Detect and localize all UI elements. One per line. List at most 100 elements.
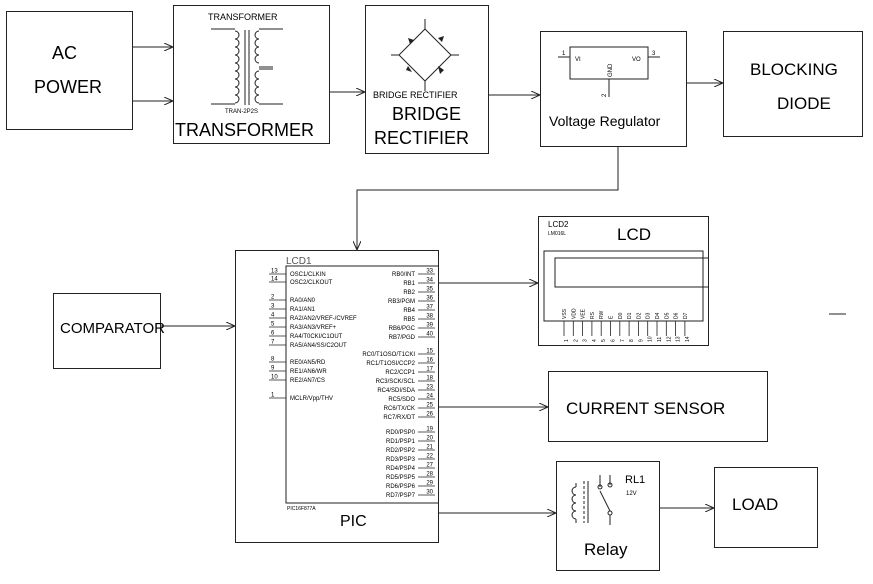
pic-label: PIC <box>340 513 367 530</box>
blocking-line1: BLOCKING <box>750 60 838 79</box>
pic-right-pin-number: 29 <box>426 481 433 487</box>
pic-right-pin-name: RD3/PSP3 <box>386 457 416 463</box>
lcd-pin-number: 6 <box>611 339 617 342</box>
pic-right-pin-name: RB7/PGD <box>389 335 416 341</box>
regulator-vo: VO <box>632 57 641 63</box>
pic-right-pin-number: 24 <box>426 394 433 400</box>
transformer-label: TRANSFORMER <box>175 120 314 140</box>
pic-left-pin-number: 8 <box>271 357 275 363</box>
pic-left-pin-number: 9 <box>271 366 275 372</box>
regulator-pin-in: 1 <box>562 51 566 57</box>
lcd-pin-number: 2 <box>573 339 579 342</box>
pic-left-pin-number: 14 <box>271 277 278 283</box>
pic-right-pin-number: 20 <box>426 436 433 442</box>
bridge-line1: BRIDGE <box>392 104 462 124</box>
pic-right-pin-number: 25 <box>426 403 433 409</box>
pic-right-pin-name: RD4/PSP4 <box>386 466 416 472</box>
relay-ref: RL1 <box>625 474 646 486</box>
lcd-pin-name: VSS <box>562 308 568 319</box>
pic-left-pin-name: MCLR/Vpp/THV <box>290 396 333 402</box>
pic-right-pin-name: RD2/PSP2 <box>386 448 416 454</box>
pic-left-pin-number: 1 <box>271 393 275 399</box>
pic-left-pin-number: 13 <box>271 269 278 275</box>
pic-left-pin-name: RE1/AN6/WR <box>290 369 327 375</box>
lcd-pin-name: VEE <box>581 308 587 319</box>
lcd-pin-number: 12 <box>666 336 672 342</box>
pic-left-pin-name: RE2/AN7/CS <box>290 378 325 384</box>
load-block: LOAD <box>714 467 818 548</box>
pic-right-pin-name: RC5/SDO <box>388 397 415 403</box>
relay-label: Relay <box>584 540 628 559</box>
pic-right-pin-number: 28 <box>426 472 433 478</box>
pic-left-pin-name: RE0/AN5/RD <box>290 360 326 366</box>
pic-right-pin-number: 22 <box>426 454 433 460</box>
lcd-pin-name: E <box>609 315 615 319</box>
lcd-pin-name: D6 <box>674 312 680 319</box>
load-label: LOAD <box>732 495 779 514</box>
comparator-block: COMPARATOR <box>53 293 165 369</box>
relay-symbol <box>571 475 613 525</box>
pic-right-pin-number: 18 <box>426 376 433 382</box>
pic-right-pin-name: RD0/PSP0 <box>386 430 416 436</box>
pic-right-pin-number: 23 <box>426 385 433 391</box>
blocking-diode-block: BLOCKING DIODE <box>723 31 863 137</box>
pic-left-pin-number: 6 <box>271 331 275 337</box>
pic-right-pin-number: 34 <box>426 278 433 284</box>
lcd-part: LM016L <box>548 231 567 237</box>
lcd-pin-name: D3 <box>646 312 652 319</box>
lcd-pin-name: D7 <box>683 312 689 319</box>
pic-left-pin-name: OSC1/CLKIN <box>290 272 326 278</box>
pic-right-pin-name: RB0/INT <box>392 272 415 278</box>
lcd-label: LCD <box>617 225 652 244</box>
bridge-rectifier-block: BRIDGE RECTIFIER BRIDGE RECTIFIER <box>365 5 489 154</box>
regulator-symbol: 1 3 VI VO GND 2 <box>558 46 660 97</box>
pic-right-pin-number: 19 <box>426 427 433 433</box>
pic-left-pin-number: 3 <box>271 304 275 310</box>
lcd-pin-number: 5 <box>601 339 607 342</box>
pic-right-pin-name: RD7/PSP7 <box>386 493 416 499</box>
lcd-pin-name: D0 <box>618 312 624 319</box>
pic-right-pin-name: RB4 <box>403 308 415 314</box>
transformer-block: TRANSFORMER TRAN-2P2S TRANSFORMER <box>173 5 330 144</box>
lcd-pin-name: RW <box>599 310 605 319</box>
pic-left-pin-name: RA4/T0CKI/C1OUT <box>290 334 343 340</box>
pic-right-pin-name: RC2/CCP1 <box>385 370 415 376</box>
lcd-pin-number: 7 <box>620 339 626 342</box>
pic-right-pin-name: RC0/T1OSO/T1CKI <box>362 352 415 358</box>
pic-left-pin-name: OSC2/CLKOUT <box>290 280 333 286</box>
pic-right-pin-name: RD5/PSP5 <box>386 475 416 481</box>
lcd-pin-number: 1 <box>564 339 570 342</box>
pic-right-pin-name: RB2 <box>403 290 415 296</box>
lcd-pin-name: RS <box>590 311 596 319</box>
pic-right-pin-name: RB1 <box>403 281 415 287</box>
relay-block: RL1 12V Relay <box>556 461 660 571</box>
pic-right-pin-name: RC4/SDI/SDA <box>377 388 415 394</box>
comparator-label: COMPARATOR <box>60 320 166 337</box>
regulator-label: Voltage Regulator <box>549 113 661 129</box>
pic-right-pin-number: 33 <box>426 269 433 275</box>
lcd-pin-number: 14 <box>685 336 691 342</box>
pic-right-pin-name: RD1/PSP1 <box>386 439 416 445</box>
regulator-pin-out: 3 <box>652 51 656 57</box>
pic-right-pin-number: 39 <box>426 323 433 329</box>
ac-power-line2: POWER <box>34 77 103 97</box>
arrow-regulator-pic <box>357 147 619 250</box>
current-sensor-block: CURRENT SENSOR <box>548 371 768 442</box>
lcd-module: VSS1VDD2VEE3RS4RW5E6D07D18D29D310D411D51… <box>543 250 709 342</box>
lcd-pin-name: D1 <box>627 312 633 319</box>
pic-right-pin-number: 27 <box>426 463 433 469</box>
pic-part: PIC16F877A <box>287 506 316 512</box>
regulator-vi: VI <box>575 57 581 63</box>
pic-right-pin-number: 26 <box>426 412 433 418</box>
pic-right-pin-number: 36 <box>426 296 433 302</box>
pic-right-pin-number: 17 <box>426 367 433 373</box>
pic-right-pin-number: 35 <box>426 287 433 293</box>
regulator-pin-gnd: 2 <box>602 93 608 97</box>
lcd-pin-name: VDD <box>571 308 577 319</box>
lcd-pin-number: 9 <box>638 339 644 342</box>
pic-right-pin-name: RC3/SCK/SCL <box>376 379 416 385</box>
pic-left-pin-name: RA3/AN3/VREF+ <box>290 325 337 331</box>
transformer-part: TRAN-2P2S <box>225 109 259 115</box>
lcd-pin-number: 10 <box>648 336 654 342</box>
